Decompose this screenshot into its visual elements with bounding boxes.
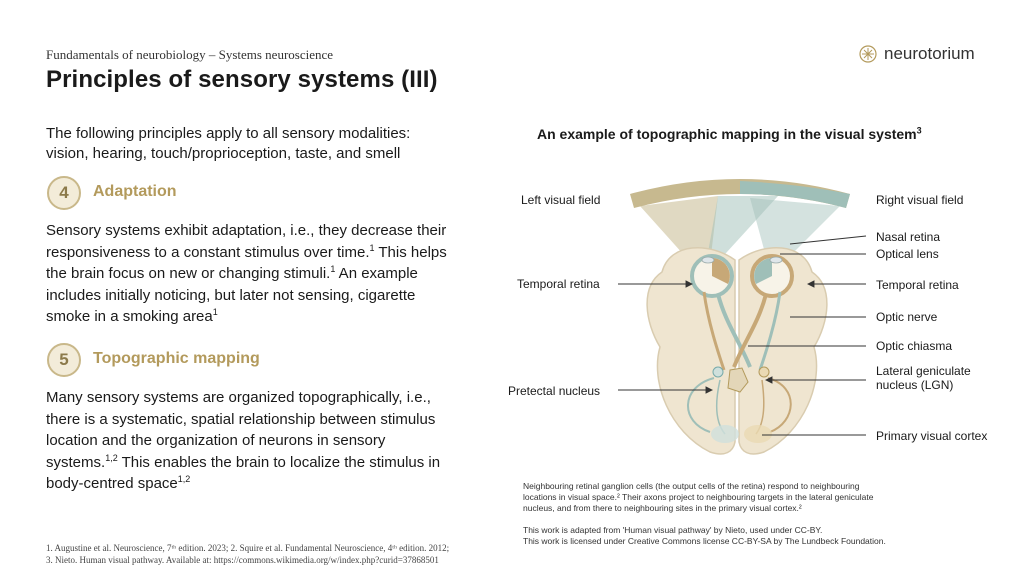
label-left-visual-field: Left visual field bbox=[521, 193, 601, 207]
visual-field-arc-right bbox=[740, 181, 850, 208]
section-heading-adaptation: Adaptation bbox=[93, 183, 177, 200]
right-visual-cortex bbox=[744, 425, 772, 443]
body-line: the brain focus on new or changing stimu… bbox=[46, 264, 418, 283]
figure-title: An example of topographic mapping in the… bbox=[537, 125, 922, 142]
body-line: body-centred space1,2 bbox=[46, 474, 191, 493]
right-retina bbox=[754, 258, 772, 284]
label-nasal-retina: Nasal retina bbox=[876, 230, 941, 244]
body-line: responsiveness to a constant stimulus ov… bbox=[46, 242, 447, 261]
label-primary-visual-cortex: Primary visual cortex bbox=[876, 429, 988, 443]
intro-line-1: The following principles apply to all se… bbox=[46, 125, 411, 142]
adaptation-body: Sensory systems exhibit adaptation, i.e.… bbox=[46, 220, 516, 328]
body-line: location and the organization of neurons… bbox=[46, 432, 386, 449]
intro-line-2: vision, hearing, touch/proprioception, t… bbox=[46, 145, 401, 162]
page-title: Principles of sensory systems (III) bbox=[46, 66, 438, 93]
optic-tract bbox=[716, 293, 752, 368]
topographic-body: Many sensory systems are organized topog… bbox=[46, 387, 516, 495]
label-right-visual-field: Right visual field bbox=[876, 193, 964, 207]
left-retina bbox=[712, 258, 730, 284]
intro-text: The following principles apply to all se… bbox=[46, 124, 516, 164]
section-number-badge: 5 bbox=[47, 343, 81, 377]
arrowhead bbox=[685, 280, 694, 288]
body-line: there is a systematic, spatial relations… bbox=[46, 410, 436, 428]
optic-tract bbox=[758, 291, 782, 371]
body-line: smoke in a smoking area1 bbox=[46, 307, 218, 326]
body-line: systems.1,2 This enables the brain to lo… bbox=[46, 452, 441, 471]
arrowhead bbox=[764, 376, 773, 384]
logo-text: neurotorium bbox=[884, 44, 975, 63]
brain-right-hemisphere bbox=[738, 246, 828, 455]
label-pretectal-nucleus: Pretectal nucleus bbox=[508, 384, 601, 398]
optic-radiation bbox=[767, 377, 792, 433]
midbrain bbox=[727, 367, 749, 393]
left-lens bbox=[701, 256, 715, 264]
logo: neurotorium bbox=[858, 44, 975, 64]
figure-caption: Neighbouring retinal ganglion cells (the… bbox=[523, 481, 874, 513]
neurotorium-logo-icon bbox=[859, 45, 877, 63]
label-lgn: Lateral geniculate nucleus (LGN) bbox=[876, 364, 971, 392]
right-lgn bbox=[758, 366, 770, 378]
references: 1. Augustine et al. Neuroscience, 7ᵗʰ ed… bbox=[46, 542, 449, 566]
label-optic-nerve: Optic nerve bbox=[876, 310, 938, 324]
arrowhead bbox=[705, 386, 714, 394]
brain-left-hemisphere bbox=[646, 246, 736, 455]
right-lens bbox=[769, 256, 783, 264]
optic-radiation bbox=[687, 377, 715, 433]
left-lgn bbox=[712, 366, 724, 378]
optic-tract bbox=[702, 291, 726, 371]
figure-credit: This work is adapted from 'Human visual … bbox=[523, 525, 886, 546]
section-heading-topographic: Topographic mapping bbox=[93, 350, 260, 367]
label-optical-lens: Optical lens bbox=[876, 247, 939, 261]
label-optic-chiasma: Optic chiasma bbox=[876, 339, 953, 353]
section-number-badge: 4 bbox=[47, 176, 81, 210]
visual-pathway-diagram bbox=[630, 179, 850, 455]
body-line: Many sensory systems are organized topog… bbox=[46, 389, 431, 406]
leader-line-nasal-retina bbox=[789, 235, 867, 245]
body-line: includes initially noticing, but later n… bbox=[46, 286, 416, 304]
light-cone-center bbox=[706, 196, 778, 264]
body-line: Sensory systems exhibit adaptation, i.e.… bbox=[46, 222, 447, 239]
reference-line: 3. Nieto. Human visual pathway. Availabl… bbox=[46, 555, 439, 565]
reference-line: 1. Augustine et al. Neuroscience, 7ᵗʰ ed… bbox=[46, 543, 450, 553]
left-visual-cortex bbox=[711, 425, 739, 443]
optic-tract bbox=[732, 293, 768, 368]
deck-subtitle: Fundamentals of neurobiology – Systems n… bbox=[46, 47, 334, 62]
arrowhead bbox=[806, 280, 815, 288]
label-temporal-retina-left: Temporal retina bbox=[517, 277, 600, 291]
label-temporal-retina-right: Temporal retina bbox=[876, 278, 959, 292]
label-leader-lines bbox=[618, 235, 867, 436]
